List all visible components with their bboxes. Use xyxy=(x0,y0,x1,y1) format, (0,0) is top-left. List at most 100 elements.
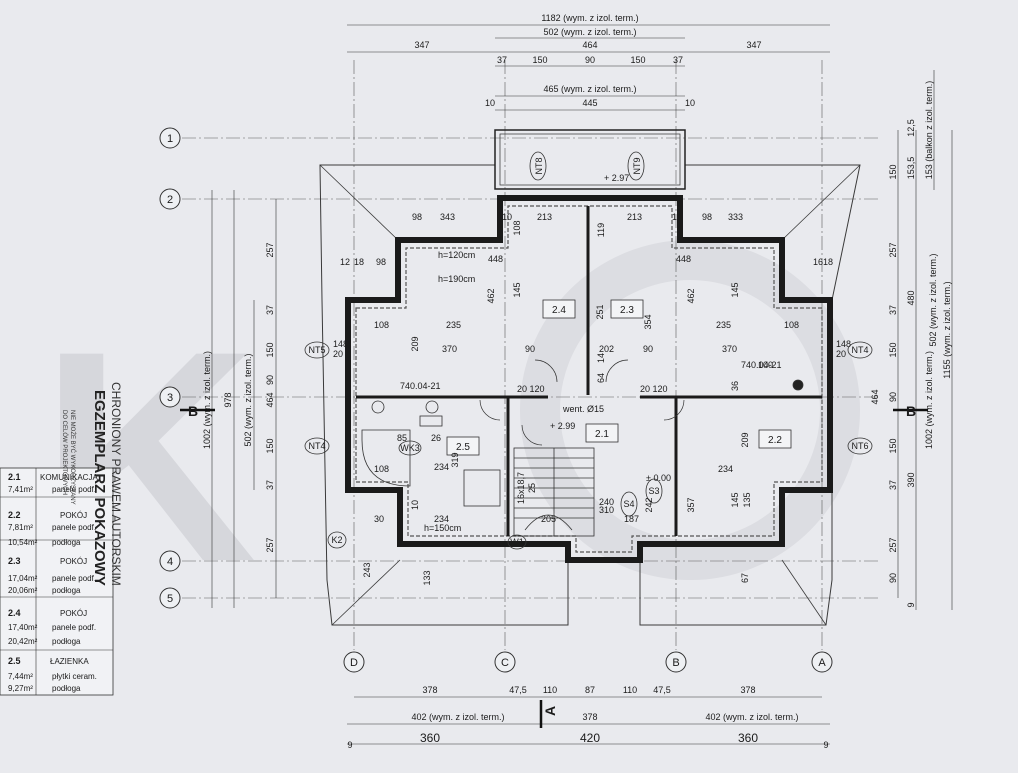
bottom-dimension-lines xyxy=(347,696,830,745)
dim-bot-378a: 378 xyxy=(422,685,437,695)
exterior-wall xyxy=(345,195,833,563)
dim-int-20a: 20 xyxy=(333,349,343,359)
dim-int-234c: 234 xyxy=(718,464,733,474)
room-box-2-3 xyxy=(610,299,644,319)
dim-bot-9b: 9 xyxy=(823,740,828,750)
dim-int-108a: 108 xyxy=(374,320,389,330)
note-h190: h=190cm xyxy=(438,274,475,284)
dim-int-462a: 462 xyxy=(486,288,496,303)
balcony-railing xyxy=(499,133,681,186)
note-vent: went. Ø15 xyxy=(562,404,604,414)
dim-int-213b: 213 xyxy=(627,212,642,222)
dim-int-108b: 108 xyxy=(784,320,799,330)
balcony-outline xyxy=(494,129,686,190)
dim-int-85: 85 xyxy=(397,433,407,443)
dim-int-135: 135 xyxy=(742,492,752,507)
legend-no-4: 2.4 xyxy=(8,608,21,618)
dim-int-448a: 448 xyxy=(488,254,503,264)
dim-int-202: 202 xyxy=(599,344,614,354)
dim-int-209b: 209 xyxy=(740,432,750,447)
dim-int-10c: 10 xyxy=(410,500,420,510)
left-dimension-texts: 1002 (wym. z izol. term.) 978 502 (wym. … xyxy=(202,242,275,552)
dim-right-150: 150 xyxy=(888,164,898,179)
dim-int-319: 319 xyxy=(450,452,460,467)
dim-top-10b: 10 xyxy=(685,98,695,108)
dim-int-235a: 235 xyxy=(446,320,461,330)
legend-area-4b: 20,42m² xyxy=(8,637,38,646)
axis-row-markers: 1 2 3 4 5 xyxy=(159,127,181,609)
dim-left-978: 978 xyxy=(223,392,233,407)
dim-int-213a: 213 xyxy=(537,212,552,222)
dim-int-10b: 10 xyxy=(672,212,682,222)
room-label-2-5: 2.5 xyxy=(456,442,470,453)
specimen-stamp: EGZEMPLARZ POKAZOWY CHRONIONY PRAWEM AUT… xyxy=(61,382,123,586)
dim-right-12-5: 12,5 xyxy=(906,119,916,137)
dim-right-150b: 150 xyxy=(888,438,898,453)
window-nt9-ellipse xyxy=(627,151,645,181)
dim-bot-left-izol: 402 (wym. z izol. term.) xyxy=(411,712,504,722)
dim-top-37a: 37 xyxy=(497,55,507,65)
stamp-title: EGZEMPLARZ POKAZOWY xyxy=(91,390,108,586)
dim-int-310: 310 xyxy=(599,505,614,515)
note-code-left: 740.04-21 xyxy=(400,381,441,391)
axis-label-b: B xyxy=(672,657,679,669)
window-nt6-right: NT6 xyxy=(851,441,868,451)
axis-bubble-1 xyxy=(159,127,181,149)
dim-left-150b: 150 xyxy=(265,438,275,453)
dim-right-izol-1002: 1002 (wym. z izol. term.) xyxy=(924,351,934,449)
dim-bot-378b: 378 xyxy=(740,685,755,695)
dim-int-357: 357 xyxy=(686,497,696,512)
legend-floor-1: panele podf. xyxy=(52,485,96,494)
dim-top-left: 347 xyxy=(414,40,429,50)
dim-int-67: 67 xyxy=(740,573,750,583)
dim-int-251: 251 xyxy=(595,304,605,319)
dim-right-izol-464: 464 xyxy=(870,389,880,404)
note-elev-297: + 2.97 xyxy=(604,173,629,183)
axis-bubble-c xyxy=(494,651,516,673)
dim-left-257b: 257 xyxy=(265,537,275,552)
watermark-ring xyxy=(520,240,860,580)
top-dimension-lines xyxy=(347,24,830,111)
left-dimension-lines xyxy=(211,190,277,608)
dim-left-464: 464 xyxy=(265,392,275,407)
axis-bubble-3 xyxy=(159,386,181,408)
dim-left-90: 90 xyxy=(265,375,275,385)
dim-bot-378c: 378 xyxy=(582,712,597,722)
dim-int-209a: 209 xyxy=(410,336,420,351)
window-nt4-left: NT4 xyxy=(308,441,325,451)
roof-outline xyxy=(319,164,861,626)
dim-int-148b: 148 xyxy=(836,339,851,349)
room-box-2-4 xyxy=(542,299,576,319)
cut-mark-right: B xyxy=(906,403,916,419)
dim-top-middle: 464 xyxy=(582,40,597,50)
axis-bubble-b xyxy=(665,651,687,673)
legend-name-5: ŁAZIENKA xyxy=(50,657,89,666)
dim-int-148a: 148 xyxy=(333,339,348,349)
axis-col-markers: D C B A xyxy=(343,651,833,673)
dim-int-462b: 462 xyxy=(686,288,696,303)
dim-top-10a: 10 xyxy=(485,98,495,108)
dim-right-outer: 1155 (wym. z izol. term.) xyxy=(942,281,952,378)
dim-int-14: 14 xyxy=(596,353,606,363)
legend-name-2: POKÓJ xyxy=(60,511,87,520)
dim-int-26: 26 xyxy=(431,433,441,443)
top-dimension-texts: 1182 (wym. z izol. term.) 502 (wym. z iz… xyxy=(414,13,761,108)
window-s4: S4 xyxy=(623,499,634,509)
dim-top-total: 1182 (wym. z izol. term.) xyxy=(541,13,638,23)
axis-bubble-a xyxy=(811,651,833,673)
dim-int-90b: 90 xyxy=(643,344,653,354)
dim-bot-360b: 360 xyxy=(738,731,758,745)
window-wk3-ellipse xyxy=(398,440,422,456)
legend-no-2: 2.2 xyxy=(8,510,21,520)
dim-top-inner-total: 465 (wym. z izol. term.) xyxy=(543,84,636,94)
bathroom-fixtures xyxy=(361,379,804,507)
legend-no-3: 2.3 xyxy=(8,556,21,566)
note-h150: h=150cm xyxy=(424,523,461,533)
axis-label-a: A xyxy=(818,657,826,669)
dim-int-370a: 370 xyxy=(442,344,457,354)
dim-int-64: 64 xyxy=(596,373,606,383)
axis-bubble-4 xyxy=(159,550,181,572)
window-s3: S3 xyxy=(648,486,659,496)
legend-area-2b: 10,54m² xyxy=(8,538,38,547)
window-s3-ellipse xyxy=(645,478,663,504)
